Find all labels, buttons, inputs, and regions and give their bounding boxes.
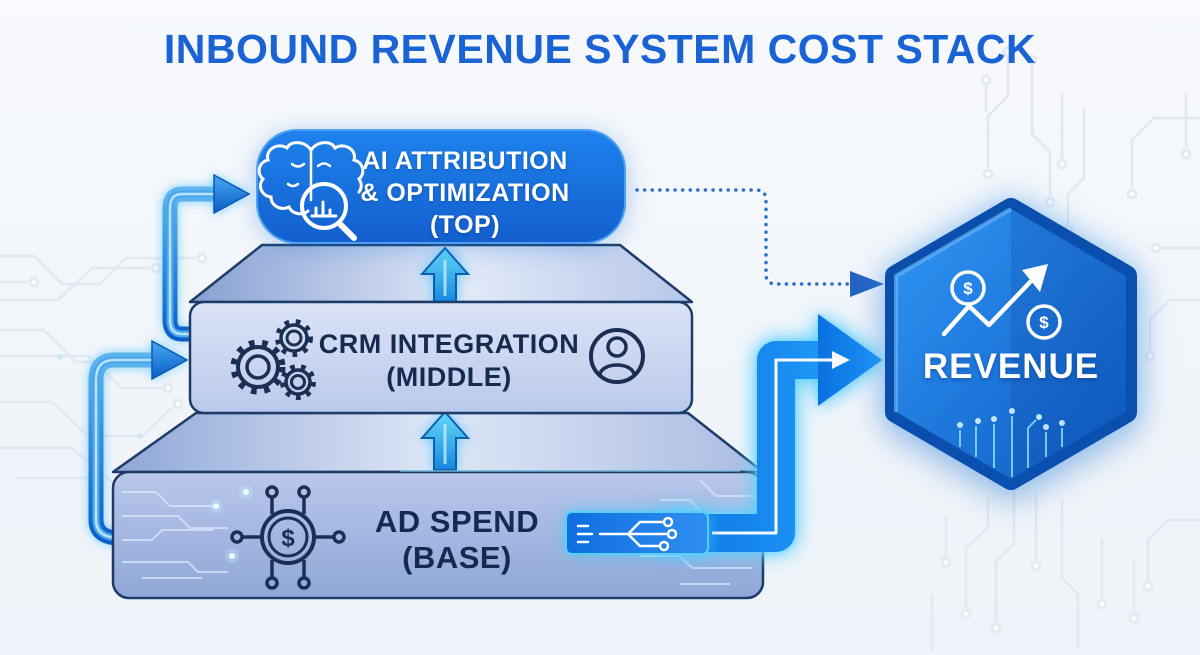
circuit-chip-badge	[565, 511, 709, 555]
page-title: INBOUND REVENUE SYSTEM COST STACK	[163, 26, 1037, 72]
tier-top	[256, 129, 626, 244]
coin-dollar-glyph: $	[963, 279, 973, 298]
tier-top-box	[256, 129, 626, 244]
coin-dollar-glyph: $	[1039, 313, 1049, 332]
tier-middle-line2: (MIDDLE)	[386, 362, 512, 392]
elbow-arrow-base-to-middle	[88, 339, 189, 546]
elbow-arrow-middle-to-top	[162, 173, 251, 342]
dollar-network-icon: $	[230, 485, 346, 590]
base-inner-circuit-left	[122, 491, 228, 579]
circuit-traces-right-top	[980, 46, 1200, 362]
revenue-badge: $ $	[885, 198, 1137, 490]
tier-middle	[188, 243, 694, 415]
hexagon-face	[896, 209, 1126, 479]
circuit-traces-right-bottom	[930, 488, 1200, 650]
chip-circuit-icon	[576, 516, 678, 552]
dollar-glyph: $	[281, 525, 295, 552]
tier-base-line1: AD SPEND	[374, 504, 540, 539]
gears-icon	[230, 319, 316, 400]
hexagon-inner-circuits	[957, 408, 1065, 477]
user-icon	[589, 328, 645, 384]
tier-top-line3: (TOP)	[429, 211, 501, 239]
tier-base-line2: (BASE)	[402, 540, 512, 575]
tier-middle-label: CRM INTEGRATION (MIDDLE)	[299, 328, 599, 394]
brain-analytics-icon	[257, 141, 365, 241]
revenue-badge-label: REVENUE	[922, 347, 1100, 386]
growth-trend-icon: $ $	[941, 264, 1062, 340]
glow-arrow-base-to-revenue	[658, 314, 882, 552]
dotted-arrow-top-to-revenue	[635, 188, 884, 297]
tier-top-line2: & OPTIMIZATION	[360, 179, 570, 207]
tier-top-line1: AI ATTRIBUTION	[362, 147, 568, 175]
tier-base-label: AD SPEND (BASE)	[307, 504, 607, 576]
tier-top-label: AI ATTRIBUTION & OPTIMIZATION (TOP)	[330, 145, 600, 241]
tier-middle-line1: CRM INTEGRATION	[318, 329, 580, 359]
background-glow-dots	[57, 354, 143, 439]
